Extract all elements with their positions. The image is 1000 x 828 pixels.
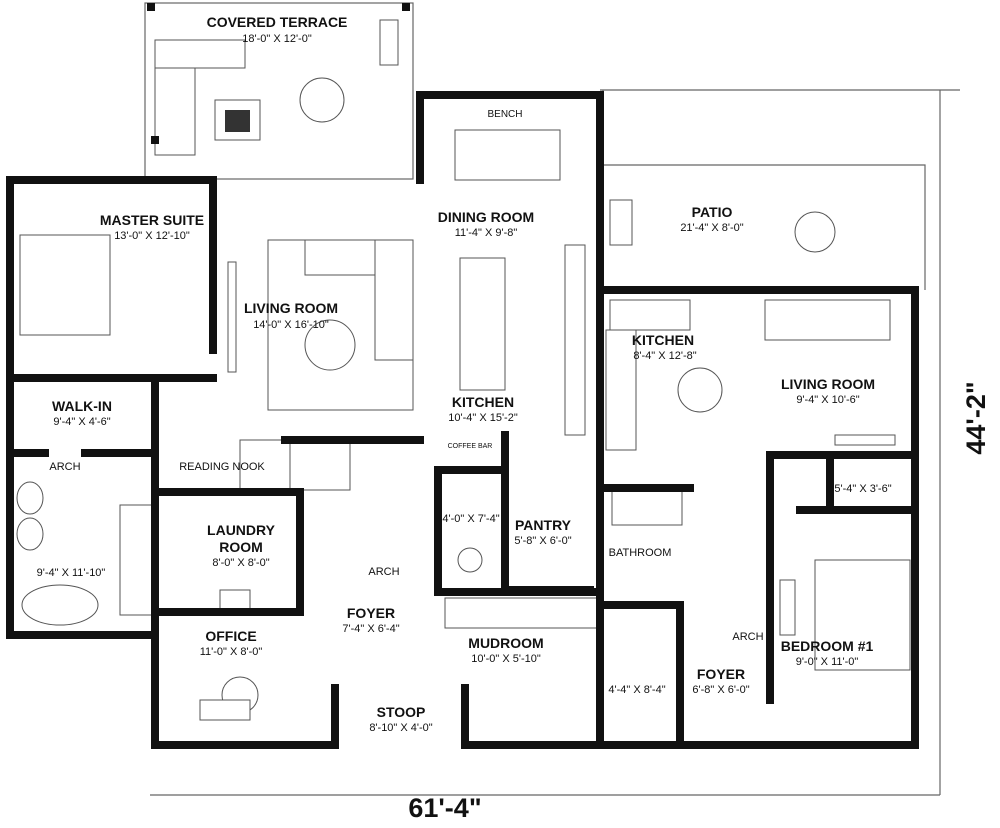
walk-in-label: WALK-IN	[52, 398, 112, 414]
arch-master-label: ARCH	[49, 461, 80, 473]
walls	[6, 91, 919, 749]
bath3-size: 4'-4" X 8'-4"	[608, 684, 665, 696]
office-size: 11'-0" X 8'-0"	[200, 646, 263, 658]
kitchen-label: KITCHEN	[452, 394, 514, 410]
bathroom2-label: BATHROOM	[609, 547, 672, 559]
coffee-bar-label: COFFEE BAR	[448, 443, 493, 450]
closet2-size: 5'-4" X 3'-6"	[834, 483, 891, 495]
bedroom1-size: 9'-0" X 11'-0"	[796, 656, 859, 668]
office-label: OFFICE	[205, 628, 256, 644]
arch-right-label: ARCH	[732, 631, 763, 643]
patio-outline	[600, 90, 926, 290]
living-room2-size: 9'-4" X 10'-6"	[796, 394, 859, 406]
reading-nook-label: READING NOOK	[179, 461, 265, 473]
bedroom1-label: BEDROOM #1	[781, 638, 874, 654]
kitchen2-label: KITCHEN	[632, 332, 694, 348]
foyer-label: FOYER	[347, 605, 395, 621]
terrace-outline	[144, 2, 414, 180]
kitchen-size: 10'-4" X 15'-2"	[448, 412, 518, 424]
master-suite-label: MASTER SUITE	[100, 212, 204, 228]
powder-size: 4'-0" X 7'-4"	[442, 513, 499, 525]
foyer-size: 7'-4" X 6'-4"	[342, 623, 399, 635]
room-labels: COVERED TERRACE 18'-0" X 12'-0" MASTER S…	[37, 14, 892, 734]
stoop-size: 8'-10" X 4'-0"	[369, 722, 432, 734]
walk-in-size: 9'-4" X 4'-6"	[53, 416, 110, 428]
laundry-label: LAUNDRY	[207, 522, 276, 538]
patio-label: PATIO	[692, 204, 733, 220]
pantry-label: PANTRY	[515, 517, 572, 533]
mudroom-size: 10'-0" X 5'-10"	[471, 653, 541, 665]
living-room2-label: LIVING ROOM	[781, 376, 875, 392]
overall-dimensions: 61'-4" 44'-2"	[408, 381, 991, 823]
foyer2-size: 6'-8" X 6'-0"	[692, 684, 749, 696]
master-suite-size: 13'-0" X 12'-10"	[114, 230, 190, 242]
arch-main-label: ARCH	[368, 566, 399, 578]
dining-room-size: 11'-4" X 9'-8"	[455, 227, 518, 239]
overall-width: 61'-4"	[408, 793, 481, 823]
kitchen2-size: 8'-4" X 12'-8"	[633, 350, 696, 362]
dining-room-label: DINING ROOM	[438, 209, 534, 225]
stoop-label: STOOP	[377, 704, 426, 720]
patio-size: 21'-4" X 8'-0"	[680, 222, 743, 234]
furniture	[16, 129, 911, 721]
bench-label: BENCH	[487, 109, 522, 120]
pantry-size: 5'-8" X 6'-0"	[514, 535, 571, 547]
living-room-label: LIVING ROOM	[244, 300, 338, 316]
mudroom-label: MUDROOM	[468, 635, 543, 651]
overall-depth: 44'-2"	[961, 381, 991, 454]
laundry-label-2: ROOM	[219, 539, 263, 555]
living-room-size: 14'-0" X 16'-10"	[253, 319, 329, 331]
foyer2-label: FOYER	[697, 666, 745, 682]
covered-terrace-size: 18'-0" X 12'-0"	[242, 33, 312, 45]
covered-terrace-label: COVERED TERRACE	[207, 14, 348, 30]
laundry-size: 8'-0" X 8'-0"	[212, 557, 269, 569]
master-bath-size: 9'-4" X 11'-10"	[37, 567, 106, 579]
dimension-lines	[150, 89, 960, 796]
